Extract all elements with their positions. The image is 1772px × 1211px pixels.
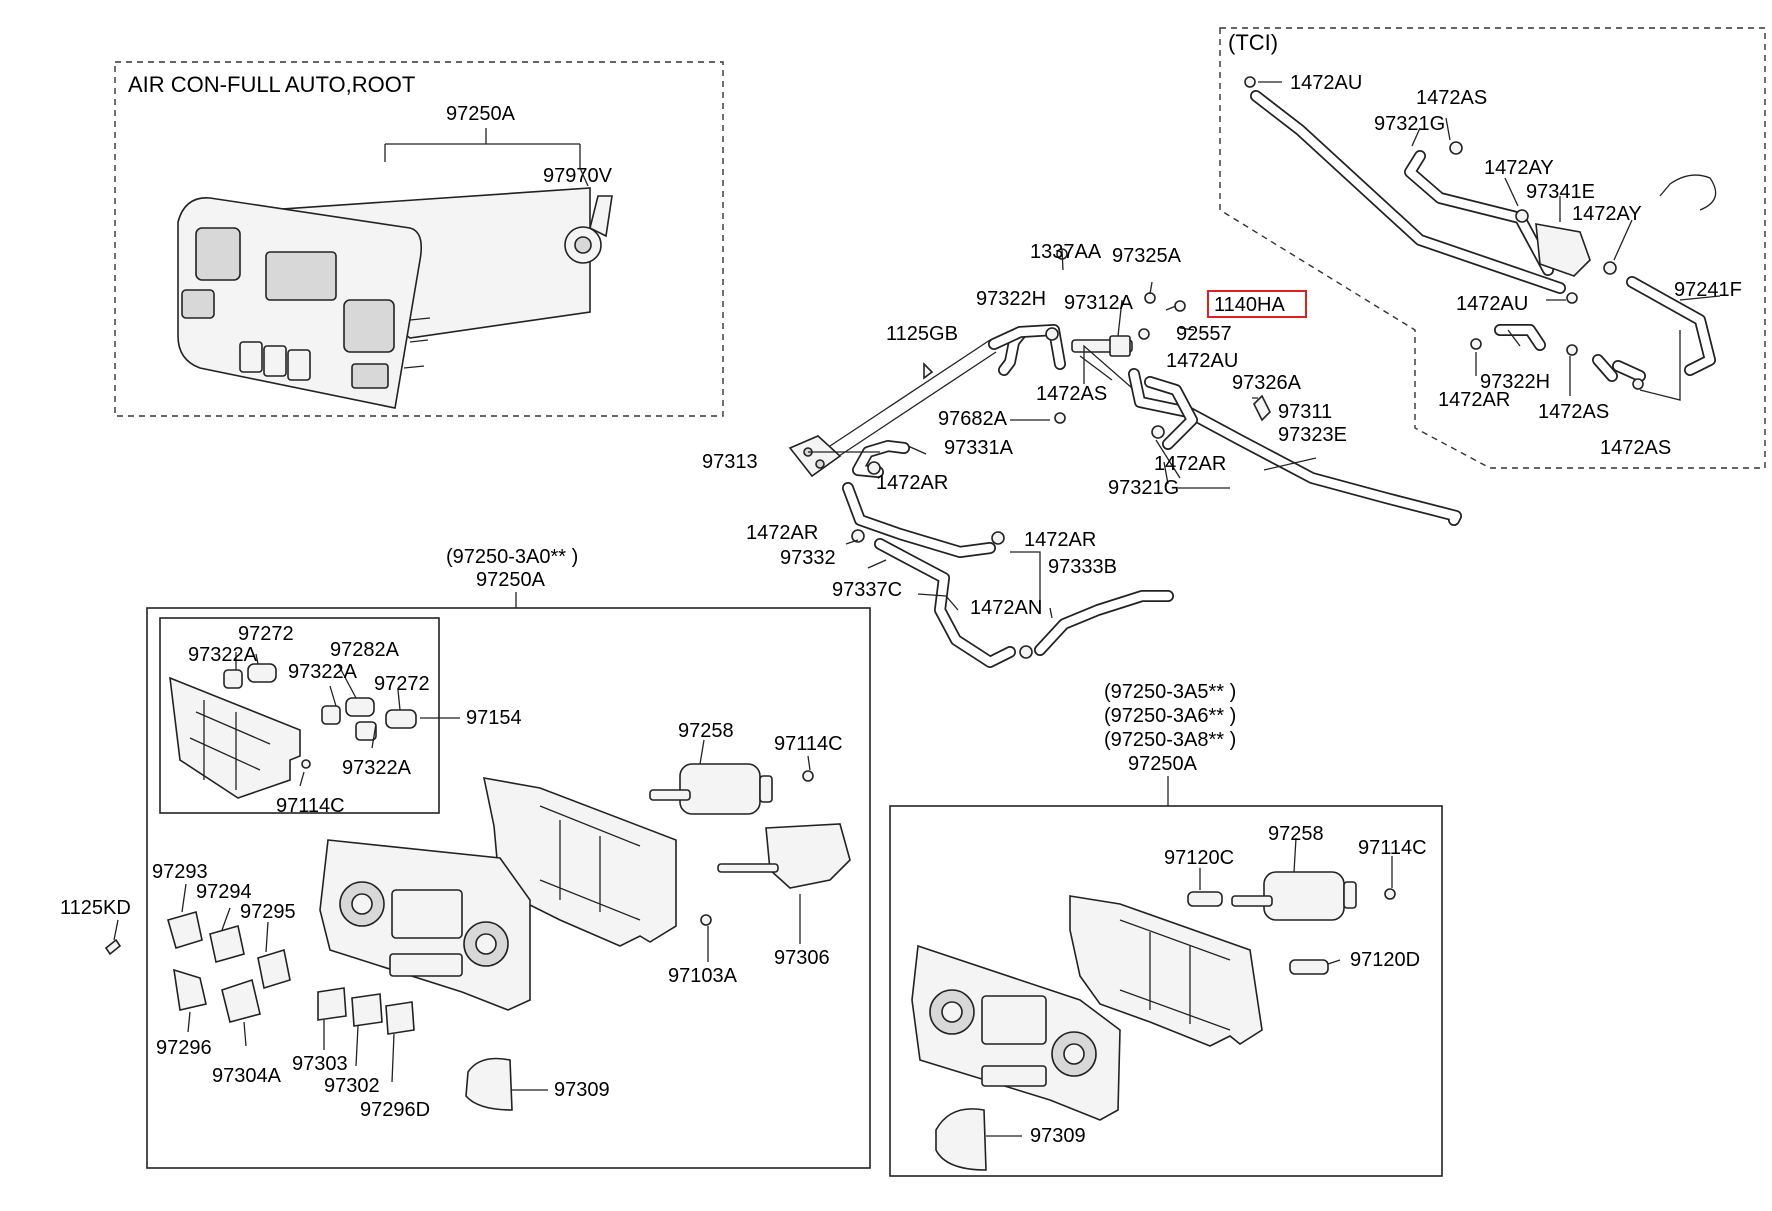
part-label[interactable]: 97302: [324, 1075, 380, 1097]
tci-group-title: (TCI): [1228, 30, 1278, 55]
group-header-line: (97250-3A0** ): [446, 546, 578, 568]
part-label[interactable]: 97970V: [543, 165, 613, 187]
group-header-line: (97250-3A8** ): [1104, 729, 1236, 751]
control-assembly-3a0-group: (97250-3A0** ) 97250A 97272 97322A 97282…: [60, 546, 871, 1169]
part-label[interactable]: 97313: [702, 451, 758, 473]
part-label[interactable]: 1472AR: [876, 472, 948, 494]
actuator-97306-drawing: [717, 823, 851, 889]
part-label[interactable]: 97322A: [188, 644, 258, 666]
part-label[interactable]: 1472AR: [1438, 389, 1510, 411]
part-label[interactable]: 97258: [678, 720, 734, 742]
part-label[interactable]: 97322H: [1480, 371, 1550, 393]
heater-hose-assembly: 1337AA 97325A 97322H 97312A 1140HA 1125G…: [702, 241, 1462, 668]
part-label[interactable]: 97322A: [342, 757, 412, 779]
part-label[interactable]: 97682A: [938, 408, 1008, 430]
part-label[interactable]: 97114C: [1358, 837, 1427, 859]
group-header-line: (97250-3A6** ): [1104, 705, 1236, 727]
control-assembly-3a0-frame: [146, 607, 871, 1169]
part-label[interactable]: 1337AA: [1030, 241, 1102, 263]
part-label[interactable]: 97120D: [1350, 949, 1420, 971]
group-header-line: (97250-3A5** ): [1104, 681, 1236, 703]
part-label[interactable]: 97309: [1030, 1125, 1086, 1147]
part-label[interactable]: 97114C: [276, 795, 345, 817]
tci-group-frame: [1219, 27, 1766, 469]
part-label[interactable]: 97322H: [976, 288, 1046, 310]
part-label[interactable]: 97250A: [446, 103, 516, 125]
part-label[interactable]: 97304A: [212, 1065, 282, 1087]
part-label[interactable]: 1125GB: [886, 323, 958, 345]
part-label[interactable]: 97326A: [1232, 372, 1302, 394]
part-label[interactable]: 97322A: [288, 661, 358, 683]
part-label[interactable]: 97296D: [360, 1099, 430, 1121]
part-label[interactable]: 1472AR: [1024, 529, 1096, 551]
part-label[interactable]: 97332: [780, 547, 836, 569]
part-label[interactable]: 97103A: [668, 965, 738, 987]
part-label[interactable]: 97295: [240, 901, 296, 923]
part-label[interactable]: 97321G: [1108, 477, 1179, 499]
part-label[interactable]: 1472AU: [1456, 293, 1528, 315]
part-label[interactable]: 97306: [774, 947, 830, 969]
part-label[interactable]: 97272: [238, 623, 294, 645]
part-label[interactable]: 1472AS: [1538, 401, 1609, 423]
part-label[interactable]: 97154: [466, 707, 522, 729]
control-head-3a5-drawing: [911, 871, 1396, 1171]
part-label[interactable]: 97272: [374, 673, 430, 695]
part-label[interactable]: 1472AS: [1036, 383, 1107, 405]
full-auto-control-unit-drawing: [177, 187, 613, 409]
highlighted-part-frame: [1207, 290, 1307, 318]
valve-body: [1535, 223, 1591, 277]
part-label[interactable]: 1472AU: [1290, 72, 1362, 94]
group-header-line[interactable]: 97250A: [476, 569, 546, 591]
part-label[interactable]: 97296: [156, 1037, 212, 1059]
part-label[interactable]: 97120C: [1164, 847, 1234, 869]
part-label[interactable]: 1472AU: [1166, 350, 1238, 372]
part-label[interactable]: 97241F: [1674, 279, 1742, 301]
part-label[interactable]: 1472AS: [1416, 87, 1487, 109]
bulb-inset-frame: [159, 617, 440, 814]
part-label[interactable]: 97114C: [774, 733, 843, 755]
part-label[interactable]: 97258: [1268, 823, 1324, 845]
part-label[interactable]: 1125KD: [60, 897, 131, 919]
control-assembly-3a5-frame: [889, 805, 1443, 1177]
part-label[interactable]: 97311: [1278, 401, 1332, 423]
circuit-board-drawing: [169, 663, 417, 799]
part-label[interactable]: 97294: [196, 881, 252, 903]
part-label[interactable]: 97331A: [944, 437, 1014, 459]
part-label[interactable]: 97321G: [1374, 113, 1445, 135]
part-label[interactable]: 97325A: [1112, 245, 1182, 267]
air-con-full-auto-group: AIR CON-FULL AUTO,ROOT 97250A 97970V: [114, 61, 724, 417]
part-label[interactable]: 97282A: [330, 639, 400, 661]
part-label[interactable]: 1472AN: [970, 597, 1042, 619]
part-label[interactable]: 1472AY: [1572, 203, 1642, 225]
buttons-and-knob-drawing: [104, 770, 814, 1111]
part-label[interactable]: 97312A: [1064, 292, 1134, 314]
control-assembly-3a5-group: (97250-3A5** ) (97250-3A6** ) (97250-3A8…: [889, 681, 1443, 1177]
tci-group: (TCI) 1472AU 1472AS 97321G 1472AY 97341E…: [1219, 27, 1766, 469]
control-head-drawing: [319, 777, 677, 1011]
part-label[interactable]: 1472AY: [1484, 157, 1554, 179]
part-label[interactable]: 92557: [1176, 323, 1232, 345]
part-label[interactable]: 97303: [292, 1053, 348, 1075]
part-label[interactable]: 97309: [554, 1079, 610, 1101]
part-label[interactable]: 97337C: [832, 579, 902, 601]
actuator-97258-drawing: [649, 763, 773, 815]
part-label[interactable]: 1472AR: [1154, 453, 1226, 475]
highlighted-part-label[interactable]: 1140HA: [1214, 294, 1285, 316]
group-header-line[interactable]: 97250A: [1128, 753, 1198, 775]
air-con-group-title: AIR CON-FULL AUTO,ROOT: [128, 72, 415, 97]
part-label[interactable]: 1472AS: [1600, 437, 1671, 459]
part-label[interactable]: 1472AR: [746, 522, 818, 544]
part-label[interactable]: 97333B: [1048, 556, 1117, 578]
part-label[interactable]: 97323E: [1278, 424, 1347, 446]
part-label[interactable]: 97341E: [1526, 181, 1595, 203]
part-label[interactable]: 97293: [152, 861, 208, 883]
air-con-group-frame: [114, 61, 724, 417]
